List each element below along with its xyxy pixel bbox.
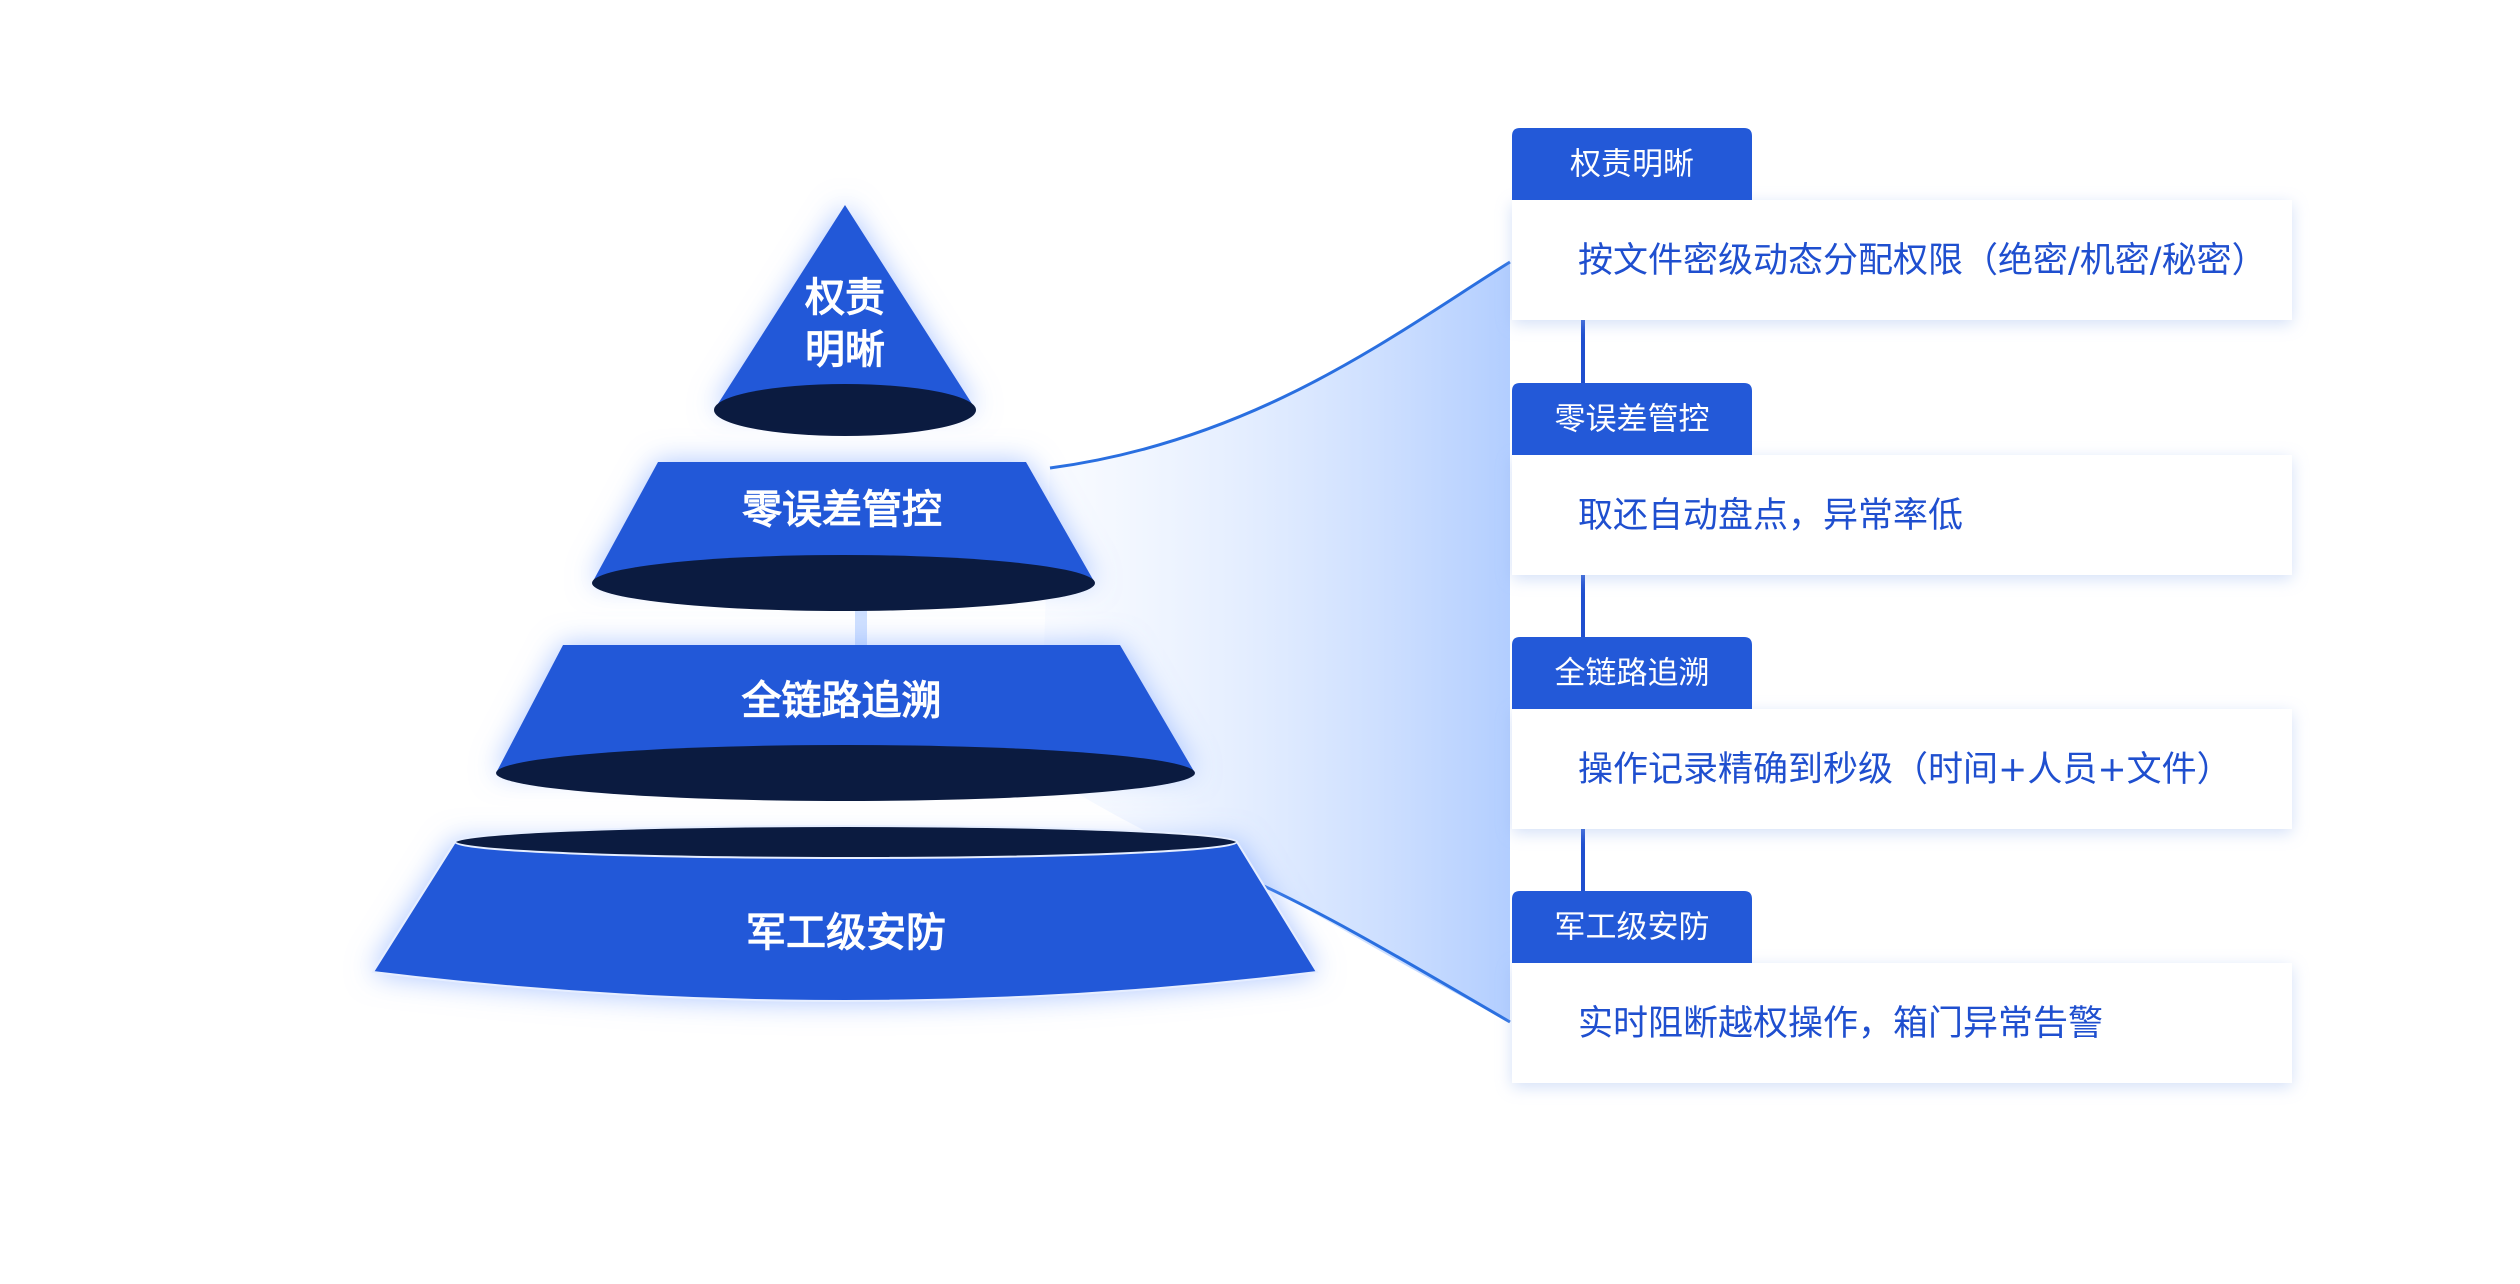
tier-base-ellipse (592, 555, 1095, 611)
tier-base-ellipse (714, 384, 976, 436)
card-description: 按文件密级动态分配权限（绝密/机密/秘密） (1578, 241, 2267, 281)
connector-line-top (1049, 260, 1511, 470)
tier-label: 零误差管控 (742, 487, 942, 533)
card-tag (1512, 891, 1752, 963)
pyramid-tier-3: 全链路追溯 (496, 645, 1195, 801)
card-body (1512, 963, 2292, 1083)
card-description: 实时阻断越权操作，箱门异常告警 (1578, 1004, 2103, 1044)
card-tag (1512, 128, 1752, 200)
card-tag-label: 军工级安防 (1555, 910, 1710, 946)
pyramid-tier-2: 零误差管控 (592, 462, 1095, 611)
tier-label: 军工级安防 (746, 910, 946, 956)
pyramid-tier-4: 军工级安防 (371, 825, 1319, 1002)
tier-body (371, 841, 1319, 1002)
tier-body (714, 205, 976, 410)
tier-top-ellipse (454, 825, 1238, 859)
tier-label: 权责 (804, 275, 885, 321)
card-body (1512, 709, 2292, 829)
card-tag (1512, 637, 1752, 709)
connector-line-bottom (1239, 873, 1511, 1024)
card-body (1512, 455, 2292, 575)
tier-label: 明晰 (805, 327, 885, 373)
tier-body (592, 462, 1095, 583)
tier-body (496, 645, 1195, 773)
card-tag-label: 全链路追溯 (1555, 656, 1710, 692)
tier-label: 全链路追溯 (741, 678, 942, 724)
card-tag-label: 零误差管控 (1555, 402, 1710, 438)
card-tag-label: 权责明晰 (1570, 147, 1694, 183)
card-tag (1512, 383, 1752, 455)
card-description: 操作记录精确到秒级（时间+人员+文件） (1578, 750, 2232, 790)
tier-base-ellipse (496, 745, 1195, 801)
card-description: 取还自动盘点，异常率低 (1578, 496, 1963, 536)
pyramid-tier-1: 权责明晰 (714, 205, 976, 436)
card-body (1512, 200, 2292, 320)
